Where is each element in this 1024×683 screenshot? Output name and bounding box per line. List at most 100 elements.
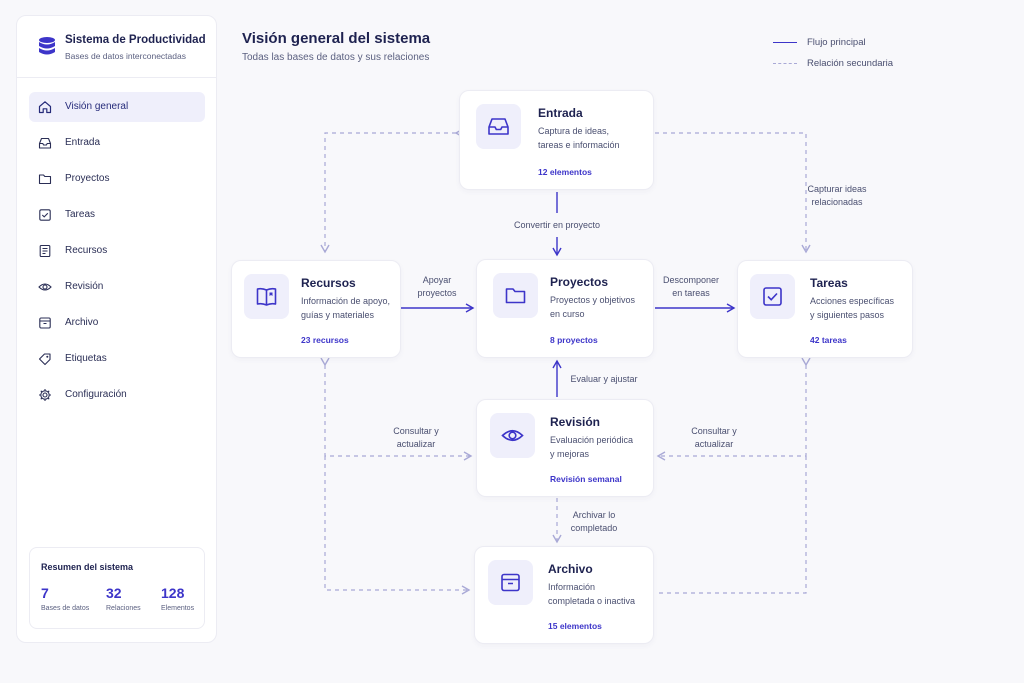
legend-solid-line [773, 41, 797, 43]
archive-icon [501, 573, 520, 592]
stat-value: 128 [161, 585, 185, 601]
card-entrada[interactable]: Entrada Captura de ideas, tareas e inform… [459, 90, 654, 190]
sidebar-item-label: Etiquetas [65, 353, 107, 364]
sidebar-item-configuracion[interactable]: Configuración [29, 380, 205, 410]
stat-value: 7 [41, 585, 49, 601]
card-count: 23 recursos [301, 335, 349, 345]
edge-label-line: proyectos [417, 288, 457, 298]
page-title: Visión general del sistema [242, 30, 431, 47]
sidebar-item-vision-general[interactable]: Visión general [29, 92, 205, 122]
edge-label-line: relacionadas [811, 197, 863, 207]
card-description: Captura de ideas, tareas e información [538, 125, 656, 152]
sidebar-item-tareas[interactable]: Tareas [29, 200, 205, 230]
page-subtitle: Todas las bases de datos y sus relacione… [242, 52, 430, 63]
sidebar: Sistema de Productividad Bases de datos … [16, 15, 217, 643]
edge-label-line: Apoyar [422, 275, 452, 285]
folder-icon [38, 174, 52, 185]
system-summary: Resumen del sistema 7 Bases de datos 32 … [29, 547, 205, 629]
checkbox-icon [39, 209, 51, 221]
edge-label-line: Archivar lo [572, 510, 616, 520]
card-description: Información completada o inactiva [548, 581, 654, 608]
edge-label-evaluar: Evaluar y ajustar [570, 374, 638, 384]
edge-label-line: en tareas [672, 288, 710, 298]
card-icon-box [750, 274, 795, 319]
edge-label-line: Capturar ideas [807, 184, 867, 194]
stat-label: Relaciones [106, 605, 141, 612]
sidebar-item-entrada[interactable]: Entrada [29, 128, 205, 158]
card-desc-line: Información [548, 582, 596, 592]
card-count: 15 elementos [548, 621, 602, 631]
card-icon-box [493, 273, 538, 318]
card-desc-line: en curso [550, 308, 585, 319]
card-title: Proyectos [550, 275, 609, 289]
brand: Sistema de Productividad Bases de datos … [17, 16, 216, 78]
sidebar-item-label: Tareas [65, 209, 96, 220]
sidebar-item-label: Proyectos [65, 173, 110, 184]
card-icon-box [244, 274, 289, 319]
card-description: Acciones específicas y siguientes pasos [810, 295, 912, 322]
card-count: 42 tareas [810, 335, 847, 345]
card-desc-line: Acciones específicas [810, 296, 895, 306]
legend-primary: Flujo principal [773, 37, 866, 48]
card-desc-line: y mejoras [550, 448, 590, 459]
card-count: 8 proyectos [550, 335, 598, 345]
edge-tareas-archivo [656, 456, 807, 594]
sidebar-item-proyectos[interactable]: Proyectos [29, 164, 205, 194]
brand-subtitle: Bases de datos interconectadas [65, 51, 186, 61]
card-description: Información de apoyo,guías y materiales [301, 295, 401, 322]
sidebar-item-label: Entrada [65, 137, 101, 148]
card-tareas[interactable]: Tareas Acciones específicas y siguientes … [737, 260, 913, 358]
card-description: Evaluación periódica y mejoras [550, 434, 654, 461]
brand-title: Sistema de Productividad [65, 34, 206, 46]
inbox-icon [488, 118, 509, 135]
card-desc-line: y siguientes pasos [810, 309, 885, 320]
card-desc-line: Evaluación periódica [550, 435, 634, 445]
card-title: Archivo [548, 562, 593, 576]
sidebar-item-label: Revisión [65, 281, 104, 292]
card-archivo[interactable]: Archivo Información completada o inactiva… [474, 546, 654, 644]
edge-label-line: actualizar [396, 439, 436, 449]
sidebar-item-recursos[interactable]: Recursos [29, 236, 205, 266]
sidebar-item-label: Archivo [65, 317, 99, 328]
edge-label-convertir: Convertir en proyecto [513, 220, 601, 230]
sidebar-item-label: Visión general [65, 101, 129, 112]
database-icon [39, 37, 55, 55]
card-title: Entrada [538, 106, 583, 120]
stat-databases: 7 Bases de datos [41, 585, 101, 612]
edge-recursos-archivo [324, 456, 471, 595]
stat-elements: 128 Elementos [161, 585, 221, 612]
sidebar-item-label: Recursos [65, 245, 108, 256]
legend-dashed-line [773, 62, 797, 64]
stat-relations: 32 Relaciones [106, 585, 166, 612]
sidebar-item-etiquetas[interactable]: Etiquetas [29, 344, 205, 374]
archive-icon [39, 317, 51, 329]
card-desc-line: Proyectos y objetivos [550, 295, 636, 305]
inbox-icon [38, 137, 52, 149]
document-icon [39, 244, 51, 258]
edge-entrada-tareas [655, 132, 811, 254]
card-desc-line: tareas e información [538, 139, 620, 150]
card-icon-box [476, 104, 521, 149]
folder-icon [505, 288, 526, 304]
home-icon [38, 101, 52, 114]
card-recursos[interactable]: Recursos Información de apoyo,guías y ma… [231, 260, 401, 358]
edge-label-line: Consultar y [691, 426, 737, 436]
card-desc-line: Captura de ideas, [538, 126, 610, 136]
stat-value: 32 [106, 585, 122, 601]
card-desc-line: completada o inactiva [548, 595, 636, 606]
card-icon-box [488, 560, 533, 605]
legend-label: Flujo principal [807, 37, 866, 48]
sidebar-item-archivo[interactable]: Archivo [29, 308, 205, 338]
edge-entrada-recursos [320, 128, 464, 254]
sidebar-item-revision[interactable]: Revisión [29, 272, 205, 302]
card-title: Tareas [810, 276, 848, 290]
card-title: Revisión [550, 415, 601, 429]
card-description: Proyectos y objetivos en curso [550, 294, 654, 321]
card-desc-line: Información de apoyo, [301, 296, 391, 306]
edge-label-line: Descomponer [662, 275, 720, 285]
edge-label-line: actualizar [694, 439, 734, 449]
